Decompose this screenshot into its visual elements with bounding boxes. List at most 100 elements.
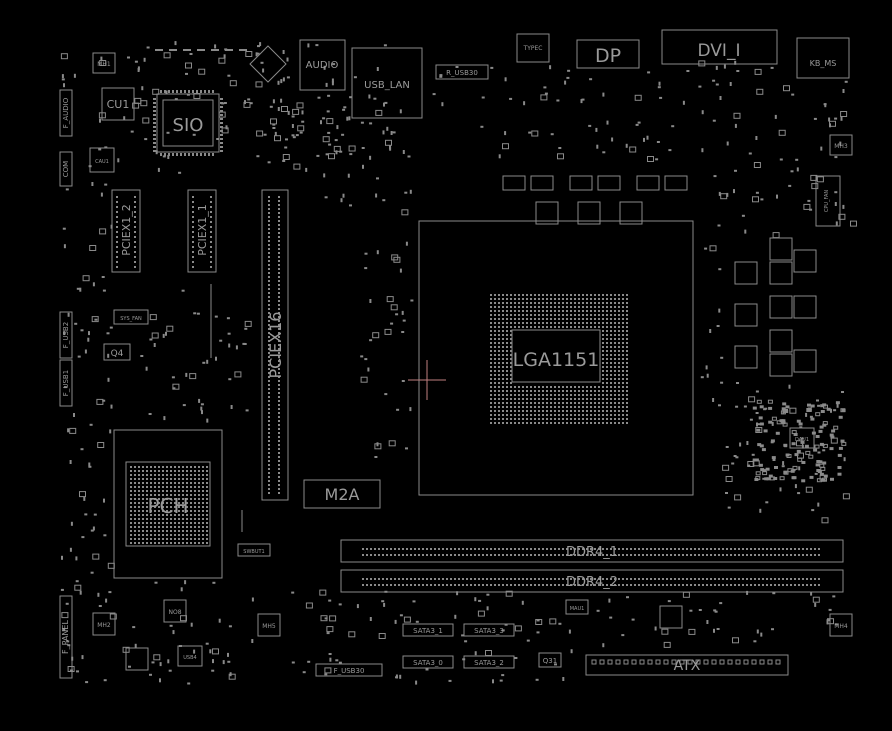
pcie-pin xyxy=(210,241,212,243)
pch-ball xyxy=(190,470,192,472)
pcie-pin xyxy=(278,232,280,234)
smd-part xyxy=(709,329,712,333)
cpu-pin xyxy=(622,418,624,420)
cpu-pin xyxy=(626,366,628,368)
pcie-pin xyxy=(116,226,118,228)
pch-ball xyxy=(174,474,176,476)
pch-ball xyxy=(142,482,144,484)
smd-part xyxy=(399,674,402,679)
small-ic xyxy=(322,136,330,143)
smd-part xyxy=(478,599,482,602)
cpu-pin xyxy=(562,406,564,408)
smd-part xyxy=(773,477,778,480)
pcie-pin xyxy=(268,384,270,386)
smd-part xyxy=(127,56,130,59)
ddr-pin xyxy=(418,554,420,556)
pcie-pin xyxy=(278,476,280,478)
cpu-pin xyxy=(494,314,496,316)
pcie-pin xyxy=(134,221,136,223)
pch-ball xyxy=(178,526,180,528)
cpu-pin xyxy=(574,398,576,400)
smd-part xyxy=(762,471,768,476)
smd-part xyxy=(277,80,280,85)
ddr-pin xyxy=(446,584,448,586)
smd-part xyxy=(826,620,829,625)
ddr-pin xyxy=(634,548,636,550)
cpu-pin xyxy=(554,310,556,312)
ddr-pin xyxy=(450,548,452,550)
smd-part xyxy=(62,227,66,230)
pch-ball xyxy=(154,498,156,500)
smd-part xyxy=(811,509,815,512)
pch-ball xyxy=(154,534,156,536)
ddr-pin xyxy=(418,548,420,550)
cpu-pin xyxy=(534,326,536,328)
large-pad-1 xyxy=(659,605,683,629)
ddr-pin xyxy=(574,584,576,586)
pch-ball xyxy=(198,514,200,516)
smd-part xyxy=(259,42,262,47)
ddr-pin xyxy=(746,554,748,556)
smd-part xyxy=(390,131,393,135)
smd-part xyxy=(267,161,271,164)
sio-pad xyxy=(153,150,156,152)
cpu-pin xyxy=(550,298,552,300)
smd-part xyxy=(824,103,827,108)
smd-part xyxy=(211,669,215,672)
ddr-pin xyxy=(622,584,624,586)
smd-part xyxy=(193,649,196,654)
cpu-pin xyxy=(522,322,524,324)
cpu-pin xyxy=(526,398,528,400)
mosfet xyxy=(502,175,526,191)
cpu-pin xyxy=(494,330,496,332)
ddr-pin xyxy=(702,554,704,556)
pch-ball xyxy=(190,478,192,480)
cpu-pin xyxy=(518,402,520,404)
cpu-pin xyxy=(578,306,580,308)
smd-part xyxy=(490,66,494,69)
q31-component xyxy=(538,652,562,668)
pch-ball xyxy=(182,466,184,468)
small-ic xyxy=(663,641,671,648)
smd-part xyxy=(752,406,757,410)
sio-pad xyxy=(180,90,182,93)
cpu-pin xyxy=(502,366,504,368)
vrm-inductor xyxy=(769,237,793,261)
ddr-pin xyxy=(362,554,364,556)
pch-ball xyxy=(138,530,140,532)
cpu-pin xyxy=(602,402,604,404)
atx-pin xyxy=(767,659,773,665)
pch-ball xyxy=(170,510,172,512)
smd-part xyxy=(804,444,809,448)
smd-part xyxy=(212,659,214,664)
cpu-pin xyxy=(618,358,620,360)
ddr-pin xyxy=(710,578,712,580)
pch-ball xyxy=(158,486,160,488)
pch-ball xyxy=(206,486,208,488)
pch-ball xyxy=(178,502,180,504)
cpu-pin xyxy=(614,406,616,408)
usb4-label: USB4 xyxy=(183,655,196,661)
ddr-pin xyxy=(446,548,448,550)
cpu-pin xyxy=(510,350,512,352)
cpu-pin xyxy=(566,390,568,392)
cpu-pin xyxy=(498,378,500,380)
diamond-chip xyxy=(249,45,287,83)
pch-ball xyxy=(202,474,204,476)
pch-ball xyxy=(158,498,160,500)
cpu-pin xyxy=(542,418,544,420)
pch-ball xyxy=(146,518,148,520)
cpu-pin xyxy=(598,390,600,392)
cpu-pin xyxy=(618,294,620,296)
cpu-pin xyxy=(590,414,592,416)
small-ic xyxy=(810,174,818,181)
cpu-pin xyxy=(502,390,504,392)
cpu-pin xyxy=(578,406,580,408)
pcie-pin xyxy=(278,228,280,230)
cpu-pin xyxy=(510,334,512,336)
pch-ball xyxy=(182,534,184,536)
cpu-pin xyxy=(518,394,520,396)
pch-ball xyxy=(138,510,140,512)
ddr-pin xyxy=(706,578,708,580)
smd-part xyxy=(713,175,717,178)
